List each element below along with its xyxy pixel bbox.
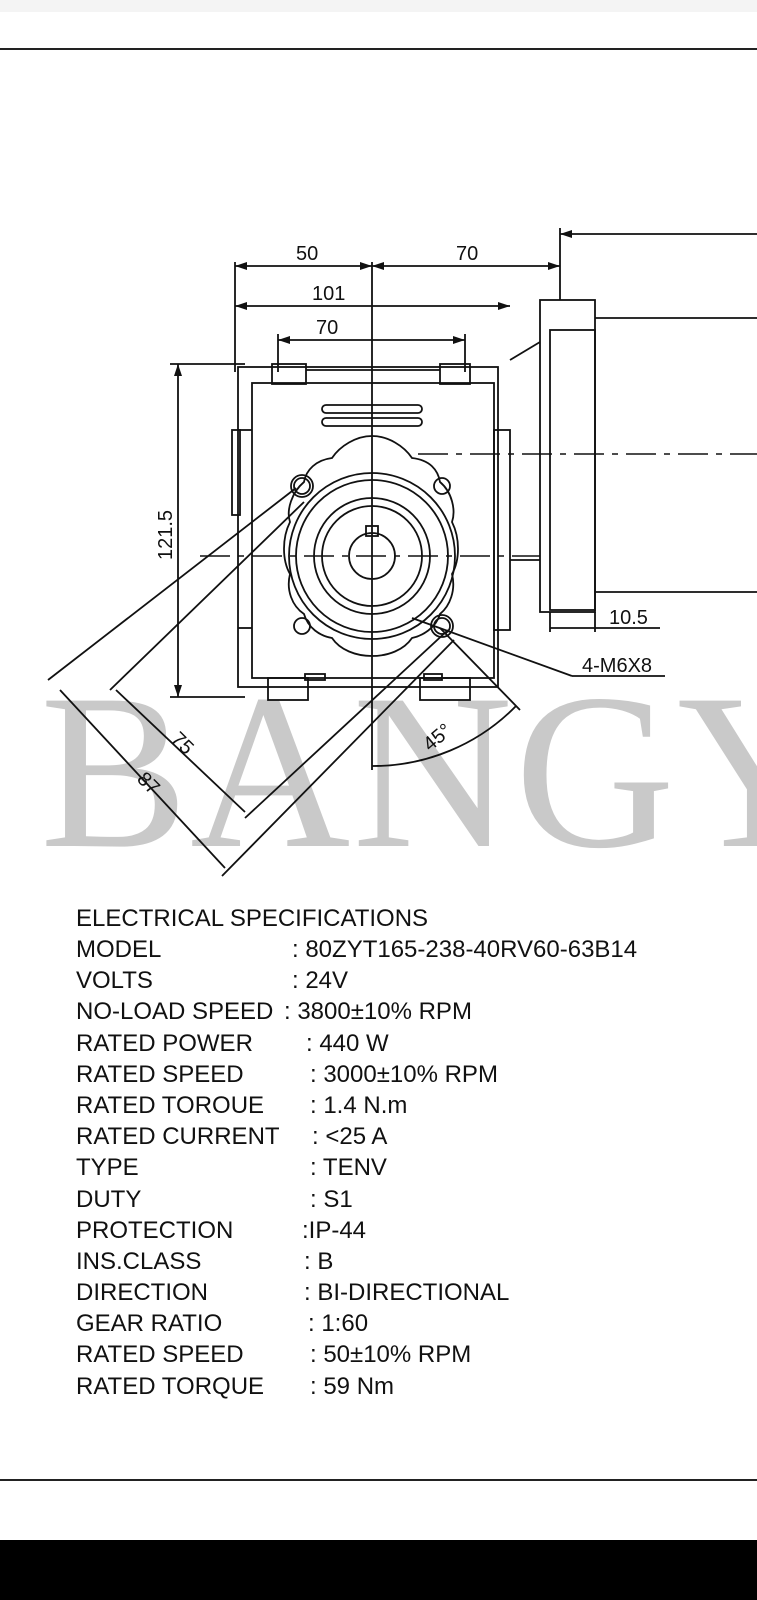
dim-50: 50 bbox=[296, 243, 318, 265]
spec-row: RATED POWER: 440 W bbox=[76, 1029, 389, 1057]
spec-row: NO-LOAD SPEED: 3800±10% RPM bbox=[76, 998, 472, 1026]
dim-holes: 4-M6X8 bbox=[582, 655, 652, 677]
spec-row: RATED SPEED: 3000±10% RPM bbox=[76, 1060, 498, 1088]
spec-row: DIRECTION: BI-DIRECTIONAL bbox=[76, 1279, 510, 1307]
dim-10-5: 10.5 bbox=[609, 607, 648, 629]
dim-70-inner: 70 bbox=[316, 317, 338, 339]
electrical-specifications: ELECTRICAL SPECIFICATIONS MODEL: 80ZYT16… bbox=[76, 903, 756, 1402]
top-status-bar bbox=[0, 0, 757, 12]
watermark: BANGYI bbox=[40, 649, 757, 895]
bottom-divider bbox=[0, 1479, 757, 1481]
spec-row: RATED TOROUE: 1.4 N.m bbox=[76, 1091, 408, 1119]
dim-101: 101 bbox=[312, 283, 345, 305]
spec-row: GEAR RATIO: 1:60 bbox=[76, 1310, 369, 1338]
dim-70-top: 70 bbox=[456, 243, 478, 265]
spec-row: VOLTS: 24V bbox=[76, 967, 349, 995]
spec-row: PROTECTION:IP-44 bbox=[76, 1216, 367, 1244]
spec-row: TYPE: TENV bbox=[76, 1154, 387, 1182]
technical-drawing: BANGYI bbox=[40, 228, 757, 895]
spec-row: RATED TORQUE: 59 Nm bbox=[76, 1372, 395, 1400]
top-divider bbox=[0, 48, 757, 50]
spec-row: RATED CURRENT: <25 A bbox=[76, 1123, 388, 1151]
spec-row: DUTY: S1 bbox=[76, 1185, 353, 1213]
spec-row: MODEL: 80ZYT165-238-40RV60-63B14 bbox=[76, 936, 638, 963]
dim-121-5: 121.5 bbox=[155, 510, 177, 560]
specs-title: ELECTRICAL SPECIFICATIONS bbox=[76, 905, 429, 932]
spec-row: RATED SPEED: 50±10% RPM bbox=[76, 1341, 472, 1369]
spec-row: INS.CLASS: B bbox=[76, 1247, 334, 1275]
bottom-navigation-bar bbox=[0, 1540, 757, 1600]
